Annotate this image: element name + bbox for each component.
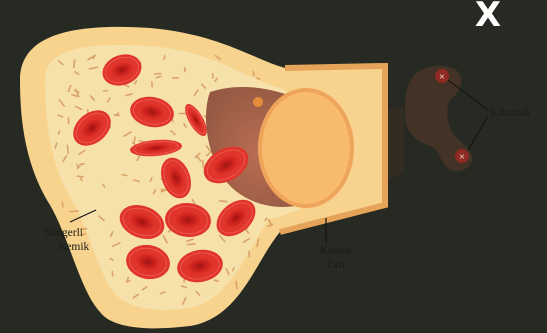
svg-text:×: × [459,152,466,161]
sungerli-kemik-label: Süngerli Kemik [44,226,89,254]
kikirdak-label: Kıkırdak [490,106,531,120]
svg-text:×: × [439,72,446,81]
kemik-zari-label: Kemik Zarı [320,244,351,272]
kemik-zari-line1: Kemik [320,244,351,258]
sungerli-line1: Süngerli [44,226,89,240]
sungerli-line2: Kemik [44,240,89,254]
close-button[interactable]: X [470,0,506,36]
kemik-zari-line2: Zarı [320,258,351,272]
